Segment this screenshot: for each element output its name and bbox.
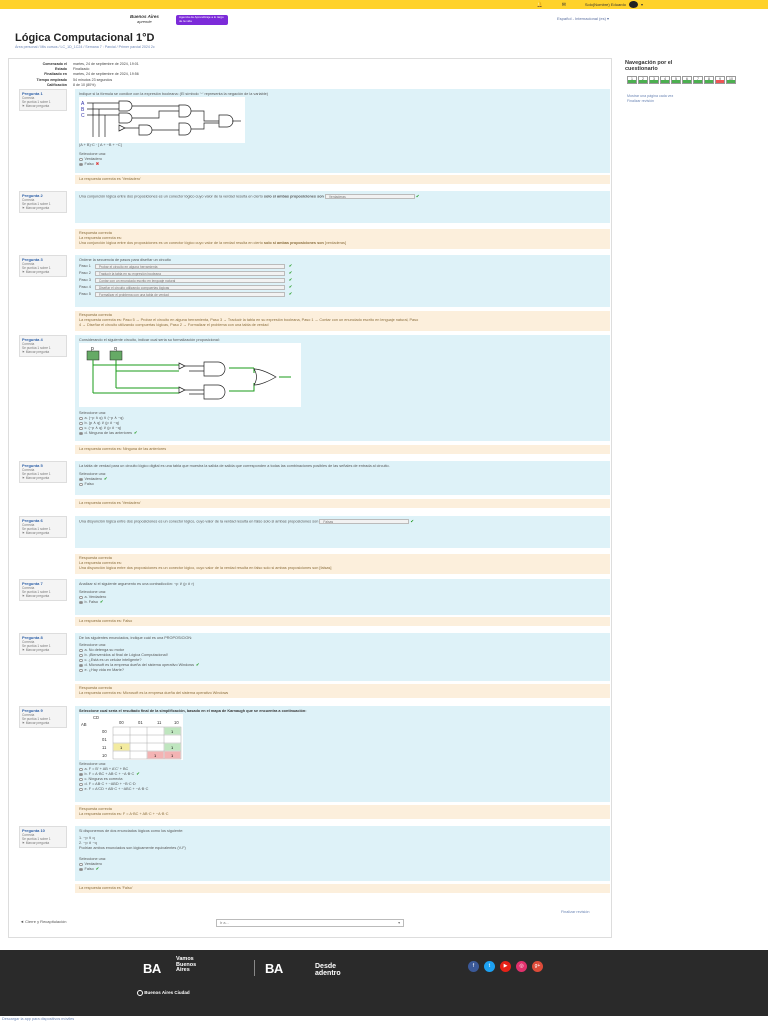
option-true[interactable]: Verdadero — [79, 157, 606, 162]
quiz-navigation: Navegación por el cuestionario 1 2 3 4 5… — [625, 60, 763, 112]
site-logo[interactable]: Buenos Aires aprende Agencia de Aprendiz… — [130, 14, 230, 25]
svg-text:01: 01 — [102, 737, 107, 742]
nav-question-8[interactable]: 8 — [704, 76, 714, 84]
previous-activity-link[interactable]: ◄ Cierre y Recapitulación — [20, 919, 67, 924]
svg-text:A: A — [81, 101, 85, 107]
question-text: Indique si la fórmula se condice con la … — [75, 89, 610, 173]
chat-icon[interactable]: ✉ — [561, 1, 566, 8]
flag-icon: ⚑ — [22, 476, 25, 480]
flag-icon: ⚑ — [22, 270, 25, 274]
city-seal-icon — [137, 990, 143, 996]
svg-text:11: 11 — [157, 720, 162, 725]
svg-text:B: B — [81, 107, 85, 113]
breadcrumb[interactable]: Área personal / Mis cursos / LC_1D_1C24 … — [15, 45, 155, 49]
flag-icon: ⚑ — [22, 841, 25, 845]
user-name: Solo(Nombre) Eduardo — [584, 2, 626, 7]
flag-icon: ⚑ — [22, 350, 25, 354]
language-selector[interactable]: Español - Internacional (es) ▾ — [557, 16, 610, 21]
nav-question-9[interactable]: 9 — [715, 76, 725, 84]
svg-text:01: 01 — [138, 720, 143, 725]
answer-select[interactable]: Falsas — [319, 519, 410, 524]
svg-text:AB: AB — [81, 722, 87, 727]
mobile-app-link[interactable]: Descargar la app para dispositivos móvil… — [2, 1017, 75, 1021]
svg-text:1: 1 — [171, 753, 174, 758]
nav-question-2[interactable]: 2 — [638, 76, 648, 84]
svg-text:C: C — [81, 113, 85, 119]
svg-text:q: q — [114, 346, 117, 352]
avatar — [628, 1, 638, 8]
quiz-navigation-title: Navegación por el cuestionario — [625, 60, 673, 72]
nav-question-5[interactable]: 5 — [671, 76, 681, 84]
feedback: La respuesta correcta es 'Verdadero' — [75, 175, 610, 184]
flag-icon: ⚑ — [22, 648, 25, 652]
city-logo: Buenos Aires Ciudad — [137, 990, 190, 996]
flag-icon: ⚑ — [22, 104, 25, 108]
flag-icon: ⚑ — [22, 594, 25, 598]
cross-icon: ✖ — [95, 162, 99, 166]
svg-text:p: p — [91, 346, 94, 352]
answer-select[interactable]: Verdaderas — [324, 194, 415, 199]
header: Buenos Aires aprende Agencia de Aprendiz… — [0, 9, 768, 27]
facebook-icon[interactable]: f — [468, 961, 479, 972]
nav-question-10[interactable]: 10 — [726, 76, 736, 84]
check-icon: ✔ — [415, 194, 420, 199]
karnaugh-map: CD AB 00 01 11 10 00 01 11 10 1 1 1 1 1 — [79, 714, 183, 760]
svg-text:1: 1 — [120, 745, 123, 750]
nav-question-4[interactable]: 4 — [660, 76, 670, 84]
flag-icon: ⚑ — [22, 721, 25, 725]
svg-text:11: 11 — [102, 745, 107, 750]
ba-logo: BA — [143, 961, 161, 976]
agency-badge: Agencia de Aprendizaje a lo largo de la … — [176, 15, 228, 25]
show-one-page-link[interactable]: Mostrar una página cada vez — [627, 94, 674, 98]
twitter-icon[interactable]: t — [484, 961, 495, 972]
youtube-icon[interactable]: ▶ — [500, 961, 511, 972]
top-bar: 🔔 ✉ Solo(Nombre) Eduardo ▾ — [0, 0, 768, 9]
nav-question-3[interactable]: 3 — [649, 76, 659, 84]
svg-text:00: 00 — [119, 720, 124, 725]
ba-desde-adentro-logo: BA — [265, 961, 283, 976]
svg-text:CD: CD — [93, 715, 99, 720]
social-links: f t ▶ ◎ g+ — [468, 961, 543, 972]
nav-question-1[interactable]: 1 — [627, 76, 637, 84]
jump-to-select[interactable]: Ir a...▾ — [216, 919, 404, 927]
circuit-diagram: ABC — [79, 97, 245, 143]
svg-text:1: 1 — [171, 745, 174, 750]
nav-question-6[interactable]: 6 — [682, 76, 692, 84]
user-menu[interactable]: Solo(Nombre) Eduardo ▾ — [585, 1, 643, 8]
nav-question-7[interactable]: 7 — [693, 76, 703, 84]
svg-text:10: 10 — [102, 753, 107, 758]
svg-text:1: 1 — [154, 753, 157, 758]
chevron-down-icon: ▾ — [640, 2, 643, 7]
finish-review-link[interactable]: Finalizar revisión — [627, 99, 654, 103]
finish-review-link[interactable]: Finalizar revisión — [561, 910, 590, 914]
chevron-down-icon: ▾ — [398, 921, 400, 925]
instagram-icon[interactable]: ◎ — [516, 961, 527, 972]
svg-text:00: 00 — [102, 729, 107, 734]
flag-icon: ⚑ — [22, 531, 25, 535]
option-false[interactable]: Falso✖ — [79, 162, 606, 167]
svg-text:10: 10 — [174, 720, 179, 725]
svg-text:1: 1 — [171, 729, 174, 734]
google-plus-icon[interactable]: g+ — [532, 961, 543, 972]
bell-icon[interactable]: 🔔 — [536, 1, 544, 8]
page-title: Lógica Computacional 1°D — [15, 32, 155, 44]
flag-icon: ⚑ — [22, 206, 25, 210]
